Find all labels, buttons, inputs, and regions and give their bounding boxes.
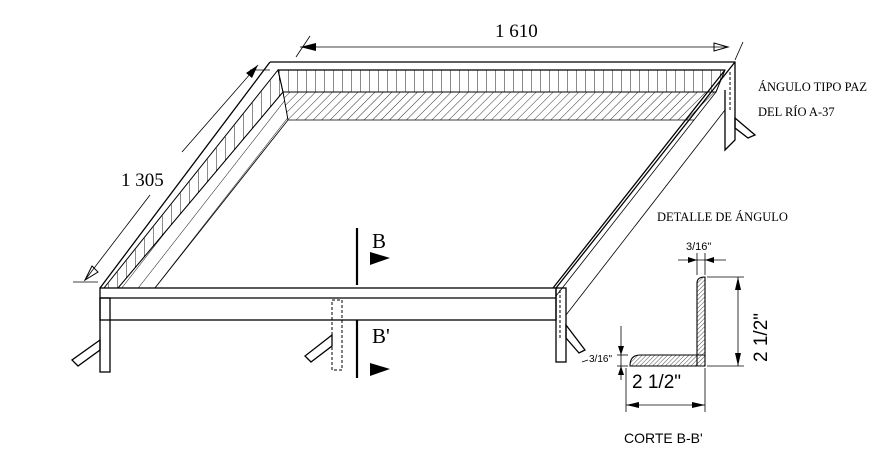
leg-front-left	[99, 297, 111, 373]
legs	[70, 72, 757, 373]
angle-section-profile	[629, 276, 706, 367]
dimension-width-label: 1 305	[121, 170, 164, 191]
detail-title: DETALLE DE ÁNGULO	[657, 210, 788, 224]
angle-detail: DETALLE DE ÁNGULO 3/16" 2 1/2" 3/16" 2 1…	[581, 210, 788, 446]
angle-type-note-2: DEL RÍO A-37	[758, 105, 835, 119]
dimension-length: 1 610	[295, 21, 744, 61]
section-arrow-icon	[370, 252, 390, 265]
angle-type-note-1: ÁNGULO TIPO PAZ	[758, 80, 867, 94]
section-mark-b: B	[355, 228, 390, 285]
section-arrow-icon	[370, 363, 390, 376]
leg-height-label: 2 1/2"	[751, 313, 772, 362]
back-rail	[270, 61, 736, 121]
dimension-length-label: 1 610	[495, 21, 538, 42]
section-mark-b-prime: B'	[355, 320, 390, 378]
thickness-side-label: 3/16"	[589, 354, 612, 365]
right-rail	[552, 61, 736, 316]
leg-width-label: 2 1/2"	[632, 372, 681, 393]
front-rail	[99, 287, 557, 321]
thickness-top-label: 3/16"	[686, 241, 711, 253]
section-b-prime-label: B'	[372, 324, 390, 348]
section-b-label: B	[372, 229, 386, 253]
section-caption: CORTE B-B'	[624, 430, 703, 446]
leg-front-right	[555, 287, 567, 363]
dimension-width: 1 305	[73, 64, 270, 283]
